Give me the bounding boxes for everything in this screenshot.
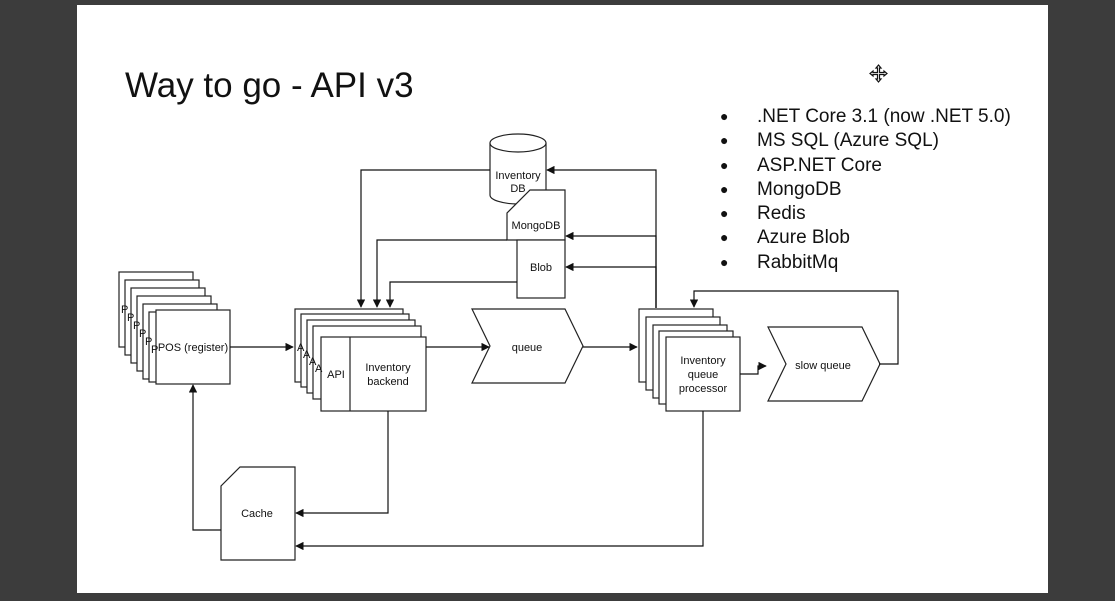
blob-box xyxy=(516,239,566,299)
cache-label: Cache xyxy=(241,508,273,520)
processor-label: processor xyxy=(679,383,728,395)
list-item: ●Azure Blob xyxy=(720,227,850,249)
inventory-db-label: DB xyxy=(510,183,525,195)
list-item: ●ASP.NET Core xyxy=(720,154,882,176)
list-item: ●RabbitMq xyxy=(720,251,839,273)
move-cursor-icon xyxy=(869,64,888,83)
api-stack-letter: A xyxy=(315,363,323,375)
queue-processor-stack xyxy=(638,308,741,412)
processor-label: Inventory xyxy=(680,355,726,367)
inventory-db-cylinder xyxy=(489,133,547,205)
slow-queue-shape xyxy=(767,326,881,402)
inventory-queue-processor-box xyxy=(665,336,741,412)
mongodb-label: MongoDB xyxy=(512,220,561,232)
list-item: ●MS SQL (Azure SQL) xyxy=(720,130,939,152)
queue-label: queue xyxy=(512,342,543,354)
inventory-db-label: Inventory xyxy=(495,170,541,182)
tech-stack-list: ●.NET Core 3.1 (now .NET 5.0) ●MS SQL (A… xyxy=(720,104,1011,274)
pos-stack-letter: P xyxy=(151,344,158,356)
pos-stack-letter: P xyxy=(145,336,152,348)
inventory-backend-label: backend xyxy=(367,376,409,388)
api-stack-letter: A xyxy=(303,349,311,361)
list-item: ●MongoDB xyxy=(720,178,842,200)
cache-shape xyxy=(220,466,296,561)
queue-shape xyxy=(471,308,584,384)
pos-register-box xyxy=(155,309,231,385)
api-label: API xyxy=(327,369,345,381)
list-item: ●.NET Core 3.1 (now .NET 5.0) xyxy=(720,106,1011,127)
blob-label: Blob xyxy=(530,262,552,274)
slide-title: Way to go - API v3 xyxy=(125,66,414,105)
pos-stack-letter: P xyxy=(121,304,128,316)
api-stack-letter: A xyxy=(297,342,305,354)
pos-register-label: POS (register) xyxy=(158,342,228,354)
pos-stack-letter: P xyxy=(133,320,140,332)
inventory-backend-box xyxy=(320,336,427,412)
inventory-backend-label: Inventory xyxy=(365,362,411,374)
api-stack-letter: A xyxy=(309,356,317,368)
slow-queue-label: slow queue xyxy=(795,360,851,372)
pos-stack-letter: P xyxy=(127,312,134,324)
pos-register-stack xyxy=(118,271,231,385)
processor-label: queue xyxy=(688,369,719,381)
api-backend-stack xyxy=(294,308,427,412)
pos-stack-letter: P xyxy=(139,328,146,340)
list-item: ●Redis xyxy=(720,203,806,225)
